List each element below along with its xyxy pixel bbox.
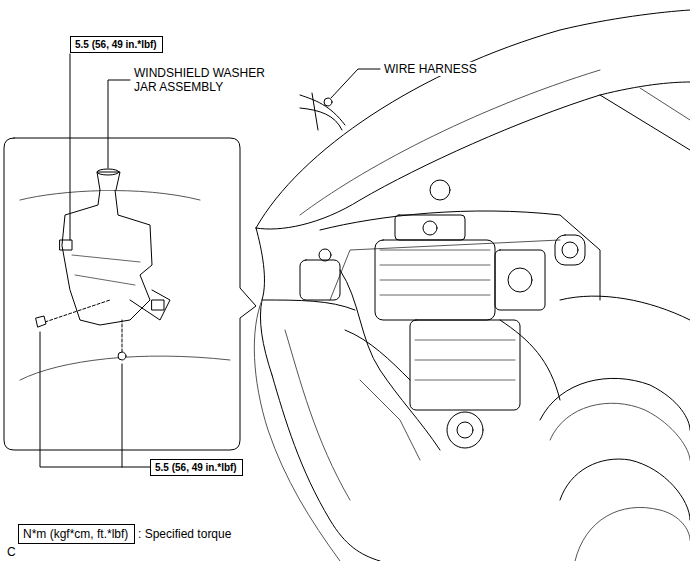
torque-text: 5.5 (56, 49 in.*lbf) <box>155 462 238 473</box>
legend-unit-box: N*m (kgf*cm, ft.*lbf) <box>18 524 135 544</box>
legend-text: : Specified torque <box>137 527 232 541</box>
torque-spec-box: 5.5 (56, 49 in.*lbf) <box>70 36 163 53</box>
figure-code: C <box>6 545 17 559</box>
torque-text: N*m (kgf*cm, ft.*lbf) <box>23 527 130 541</box>
torque-text: 5.5 (56, 49 in.*lbf) <box>75 39 158 50</box>
part-name: WINDSHIELD WASHER JAR ASSEMBLY <box>133 66 275 94</box>
part-name: WIRE HARNESS <box>383 62 478 76</box>
torque-spec-box: 5.5 (56, 49 in.*lbf) <box>150 459 243 476</box>
